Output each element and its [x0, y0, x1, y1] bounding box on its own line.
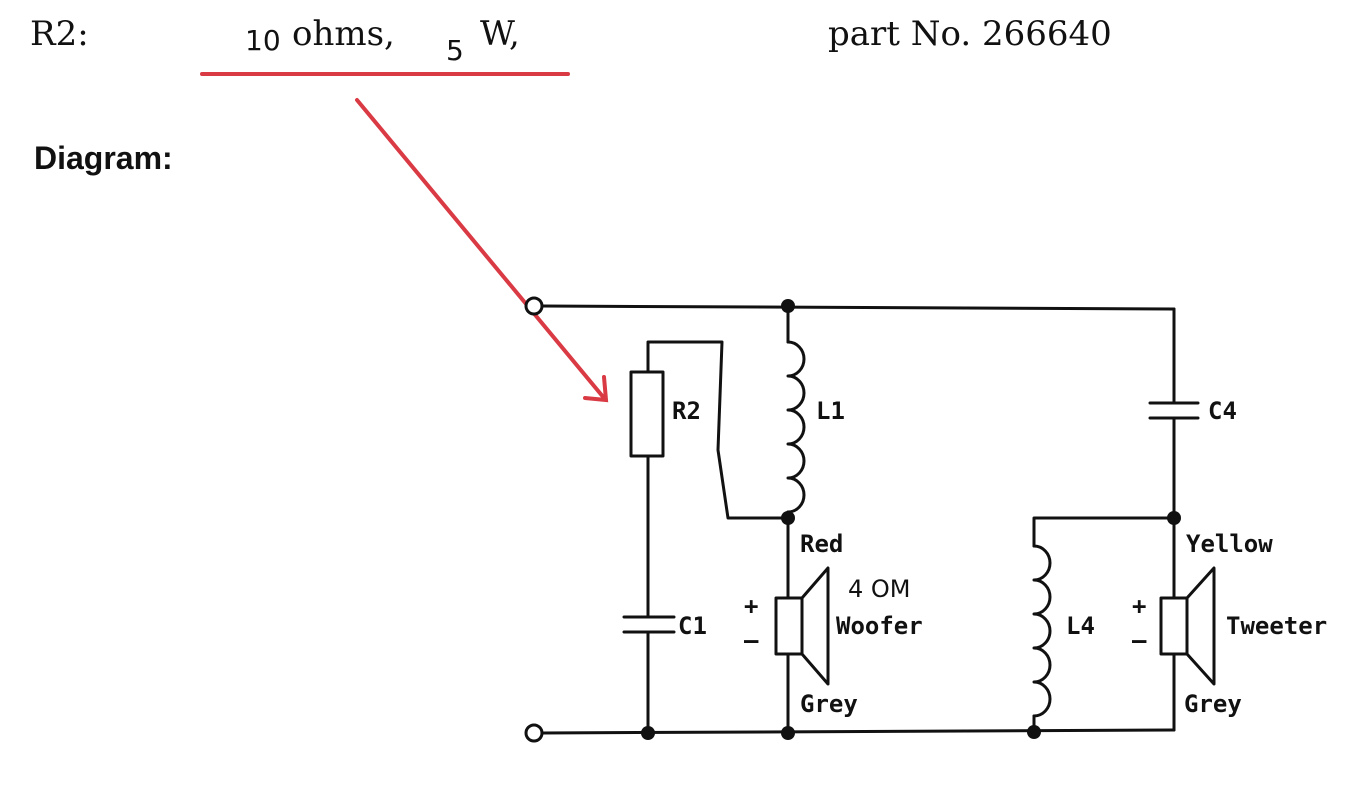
- input-terminal-top: [524, 296, 544, 316]
- top-rail: [540, 304, 1176, 311]
- resistance-value: 10: [245, 24, 281, 57]
- r2-lead: [646, 340, 790, 520]
- label-woofer-grey: Grey: [800, 690, 858, 718]
- junction-dot: [781, 726, 795, 740]
- woofer-speaker-body: [774, 596, 804, 656]
- resistor-r2: [629, 370, 665, 458]
- label-r2: R2: [672, 397, 701, 425]
- bottom-rail: [540, 728, 1176, 735]
- junction-dot: [1167, 511, 1181, 525]
- label-tweeter-grey: Grey: [1184, 690, 1242, 718]
- annotation-arrow-head: [583, 375, 609, 403]
- input-terminal-bottom: [524, 723, 544, 743]
- annotation-arrow-shaft: [355, 98, 606, 400]
- label-woofer: Woofer: [836, 612, 923, 640]
- woofer-plus: +: [744, 592, 758, 620]
- tweeter-speaker-body: [1159, 596, 1189, 656]
- diagram-heading: Diagram:: [34, 140, 173, 176]
- inductor-l4: [1032, 544, 1052, 718]
- label-tweeter: Tweeter: [1226, 612, 1327, 640]
- tweeter-plus: +: [1132, 592, 1146, 620]
- woofer-speaker-cone: [800, 566, 830, 686]
- junction-dot: [1027, 725, 1041, 739]
- label-l1: L1: [816, 397, 845, 425]
- label-woofer-red: Red: [800, 530, 843, 558]
- tweeter-speaker-cone: [1185, 566, 1216, 686]
- label-c1: C1: [678, 612, 707, 640]
- power-unit: W,: [480, 14, 520, 54]
- inductor-l1: [786, 340, 806, 514]
- label-c4: C4: [1208, 397, 1237, 425]
- component-label: R2:: [30, 14, 89, 54]
- label-l4: L4: [1066, 612, 1095, 640]
- resistance-unit: ohms,: [292, 14, 395, 54]
- l4-lead-top: [1032, 516, 1176, 548]
- label-woofer-impedance: 4 OM: [848, 575, 911, 603]
- junction-dot: [781, 299, 795, 313]
- tweeter-minus: –: [1132, 626, 1147, 654]
- junction-dot: [641, 726, 655, 740]
- part-number: part No. 266640: [828, 14, 1112, 54]
- woofer-minus: –: [744, 626, 759, 654]
- annotation: [200, 72, 609, 403]
- junctions: [641, 299, 1181, 740]
- power-value: 5: [446, 34, 464, 67]
- junction-dot: [781, 511, 795, 525]
- label-tweeter-yellow: Yellow: [1186, 530, 1273, 558]
